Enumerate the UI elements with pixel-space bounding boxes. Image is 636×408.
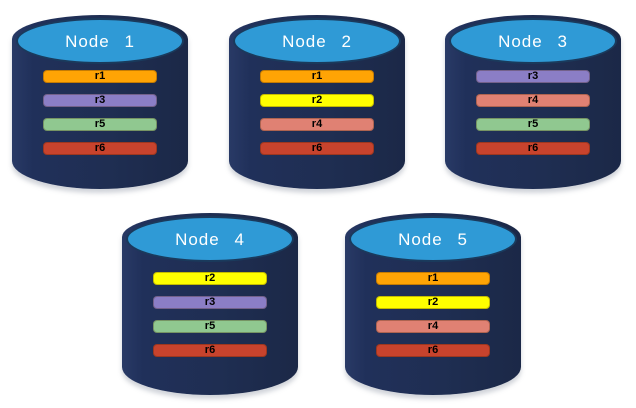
node-1-title: Node 1 bbox=[65, 32, 135, 51]
node-5-replica-list: r1 r2 r4 r6 bbox=[376, 272, 490, 357]
replica-label: r4 bbox=[527, 94, 539, 106]
replica-label: r5 bbox=[204, 320, 216, 332]
replica-bar-r3: r3 bbox=[43, 94, 157, 107]
replica-bar-r4: r4 bbox=[476, 94, 590, 107]
replica-bar-r6: r6 bbox=[43, 142, 157, 155]
replica-label: r2 bbox=[427, 296, 439, 308]
replica-bar-r5: r5 bbox=[43, 118, 157, 131]
node-2-top-ellipse: Node 2 bbox=[233, 18, 401, 64]
node-5-cylinder: Node 5 r1 r2 r4 r6 bbox=[345, 213, 521, 395]
replica-label: r5 bbox=[527, 118, 539, 130]
replica-label: r3 bbox=[527, 70, 539, 82]
replica-bar-r4: r4 bbox=[376, 320, 490, 333]
replica-label: r6 bbox=[94, 142, 106, 154]
replica-bar-r6: r6 bbox=[376, 344, 490, 357]
replica-label: r6 bbox=[311, 142, 323, 154]
replica-bar-r2: r2 bbox=[260, 94, 374, 107]
node-4-top-ellipse: Node 4 bbox=[126, 216, 294, 262]
replica-bar-r1: r1 bbox=[260, 70, 374, 83]
node-1-cylinder: Node 1 r1 r3 r5 r6 bbox=[12, 15, 188, 189]
replica-label: r1 bbox=[427, 272, 439, 284]
node-2-title: Node 2 bbox=[282, 32, 352, 51]
replica-label: r1 bbox=[311, 70, 323, 82]
node-2-cylinder: Node 2 r1 r2 r4 r6 bbox=[229, 15, 405, 189]
node-3-top-ellipse: Node 3 bbox=[449, 18, 617, 64]
replica-bar-r6: r6 bbox=[153, 344, 267, 357]
replica-bar-r1: r1 bbox=[376, 272, 490, 285]
node-3-title: Node 3 bbox=[498, 32, 568, 51]
replica-bar-r1: r1 bbox=[43, 70, 157, 83]
replica-label: r2 bbox=[311, 94, 323, 106]
replica-label: r3 bbox=[94, 94, 106, 106]
node-5-title: Node 5 bbox=[398, 230, 468, 249]
replica-bar-r5: r5 bbox=[153, 320, 267, 333]
node-4-replica-list: r2 r3 r5 r6 bbox=[153, 272, 267, 357]
node-5-top-ellipse: Node 5 bbox=[349, 216, 517, 262]
node-1-top-ellipse: Node 1 bbox=[16, 18, 184, 64]
node-1-replica-list: r1 r3 r5 r6 bbox=[43, 70, 157, 155]
node-4-title: Node 4 bbox=[175, 230, 245, 249]
replica-bar-r4: r4 bbox=[260, 118, 374, 131]
replica-bar-r6: r6 bbox=[260, 142, 374, 155]
replica-label: r5 bbox=[94, 118, 106, 130]
replica-bar-r2: r2 bbox=[376, 296, 490, 309]
node-3-cylinder: Node 3 r3 r4 r5 r6 bbox=[445, 15, 621, 189]
node-2-replica-list: r1 r2 r4 r6 bbox=[260, 70, 374, 155]
replica-bar-r6: r6 bbox=[476, 142, 590, 155]
replica-bar-r5: r5 bbox=[476, 118, 590, 131]
replica-bar-r3: r3 bbox=[476, 70, 590, 83]
replica-label: r4 bbox=[427, 320, 439, 332]
replica-bar-r3: r3 bbox=[153, 296, 267, 309]
replica-label: r6 bbox=[204, 344, 216, 356]
node-3-replica-list: r3 r4 r5 r6 bbox=[476, 70, 590, 155]
replica-label: r2 bbox=[204, 272, 216, 284]
replica-label: r4 bbox=[311, 118, 323, 130]
replica-label: r6 bbox=[427, 344, 439, 356]
replica-label: r6 bbox=[527, 142, 539, 154]
replica-label: r1 bbox=[94, 70, 106, 82]
node-4-cylinder: Node 4 r2 r3 r5 r6 bbox=[122, 213, 298, 395]
replica-label: r3 bbox=[204, 296, 216, 308]
replica-bar-r2: r2 bbox=[153, 272, 267, 285]
